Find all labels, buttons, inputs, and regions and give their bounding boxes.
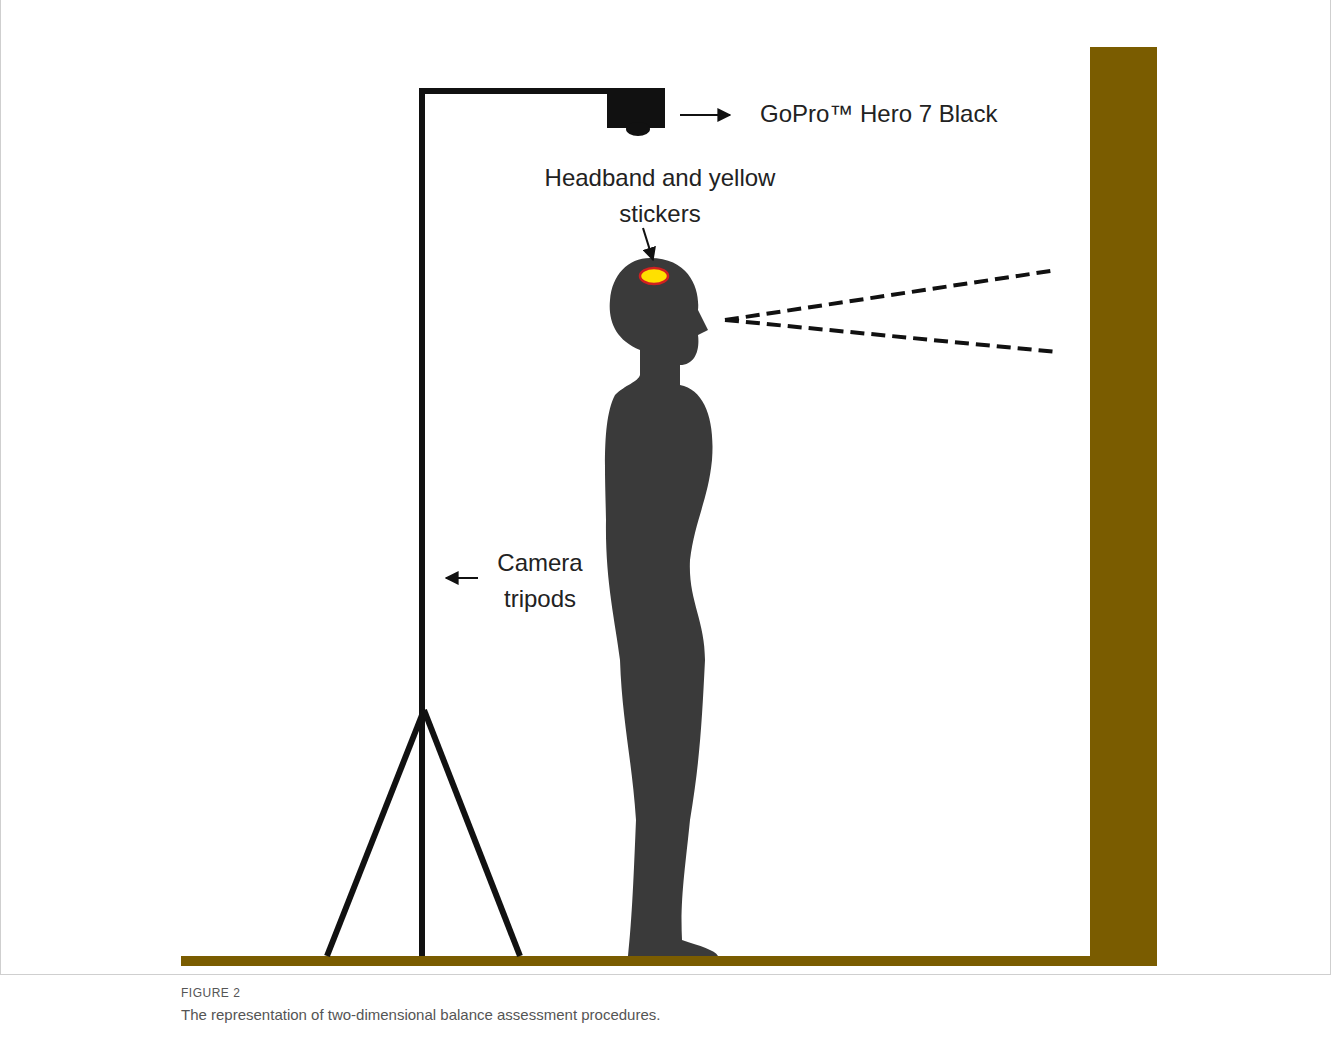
camera <box>607 88 665 128</box>
yellow-sticker <box>640 268 668 284</box>
camera-lens <box>626 122 650 136</box>
tripod-label: Camera tripods <box>480 545 600 617</box>
floor <box>181 956 1157 966</box>
gaze-lines <box>725 270 1057 352</box>
figure-number: FIGURE 2 <box>181 986 781 1000</box>
headband-label: Headband and yellow stickers <box>540 160 780 232</box>
camera-tripod <box>327 88 640 956</box>
wall <box>1090 47 1157 966</box>
person-silhouette <box>605 258 718 956</box>
figure-caption: The representation of two-dimensional ba… <box>181 1006 1281 1023</box>
camera-label: GoPro™ Hero 7 Black <box>760 96 1060 132</box>
